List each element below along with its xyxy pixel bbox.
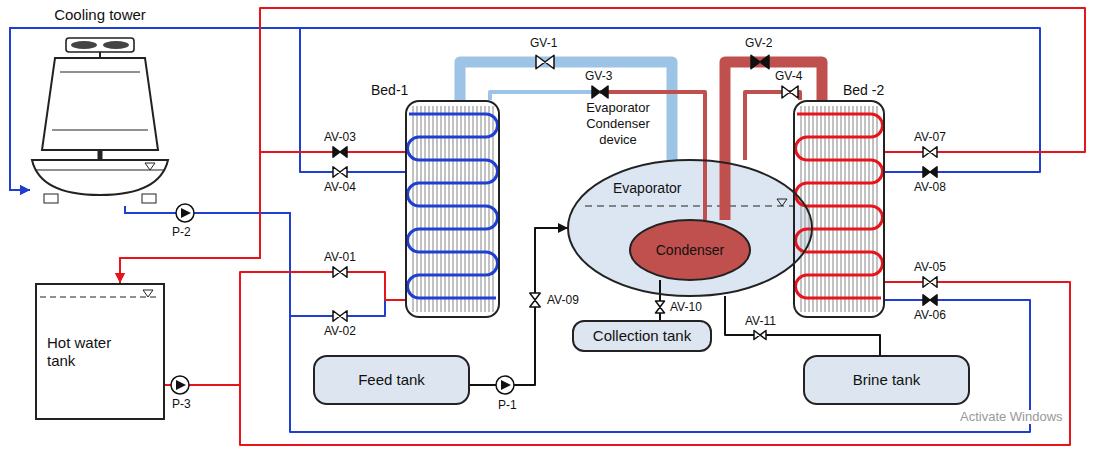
tower-body <box>42 58 158 150</box>
hot-water-tank: Hot water tank <box>35 283 165 420</box>
pump-impeller <box>181 208 191 218</box>
component-tag: GV-3 <box>583 69 614 83</box>
level-mark <box>145 163 155 170</box>
condenser-vessel: Condenser <box>630 220 750 280</box>
node-heading: Bed -2 <box>843 82 884 98</box>
condenser-fill <box>630 220 750 280</box>
component-tag: P-1 <box>496 398 519 412</box>
fan-blade <box>103 41 129 49</box>
component-tag: AV-09 <box>545 293 581 307</box>
pipe-line <box>659 280 661 320</box>
valve-symbol <box>333 311 347 322</box>
pump-impeller <box>501 380 511 390</box>
tower-rail <box>52 72 148 130</box>
water-level <box>585 206 795 207</box>
fan-blade <box>71 41 97 49</box>
vapour-duct <box>725 62 822 220</box>
valve-symbol <box>923 147 937 158</box>
valve-symbol <box>656 301 665 313</box>
valve-symbol <box>782 86 798 98</box>
component-tag: AV-04 <box>322 180 358 194</box>
valve-symbol <box>530 293 541 307</box>
valve-symbol <box>592 86 608 98</box>
tower-leg <box>44 194 58 203</box>
valve-symbol <box>923 295 937 306</box>
valve-symbol <box>333 147 347 158</box>
valve-symbol <box>923 167 937 178</box>
collection-tank: Collection tank <box>572 320 712 352</box>
water-level <box>40 297 160 298</box>
component-tag: AV-11 <box>743 314 778 328</box>
pipe-line <box>165 282 1070 445</box>
pump-symbol <box>171 376 189 394</box>
pipe-line <box>490 92 705 220</box>
pipe-line <box>10 28 1040 190</box>
component-tag: AV-05 <box>912 260 948 274</box>
node-label: Condenser <box>656 242 725 258</box>
component-tag: P-3 <box>170 397 193 411</box>
adsorber-bed: Bed-1 <box>405 100 500 318</box>
node-label: Collection tank <box>593 327 691 344</box>
pipe-line <box>745 92 800 160</box>
pump-impeller <box>176 380 186 390</box>
component-tag: AV-06 <box>912 308 948 322</box>
level-mark <box>143 290 153 297</box>
adsorber-bed: Bed -2 <box>793 100 885 318</box>
pipe-line <box>120 8 1085 283</box>
pipe-line <box>725 296 880 355</box>
valve-symbol <box>754 331 766 340</box>
node-heading: Bed-1 <box>371 82 408 98</box>
feed-tank: Feed tank <box>313 355 470 405</box>
pump-symbol <box>176 204 194 222</box>
valve-symbol <box>751 55 769 69</box>
component-tag: GV-1 <box>528 36 559 50</box>
vessel-outline <box>568 160 812 296</box>
node-heading: Evaporator <box>613 180 681 196</box>
heat-exchanger-coil <box>796 114 883 298</box>
evaporator-vessel: Evaporator Condenser deviceEvaporatorCon… <box>568 160 812 296</box>
vessel-border <box>630 220 750 280</box>
node-label: Cooling tower <box>54 6 146 23</box>
component-tag: GV-2 <box>743 36 774 50</box>
tower-basin <box>32 160 168 195</box>
brine-tank: Brine tank <box>803 355 970 405</box>
valve-symbol <box>333 267 347 278</box>
component-tag: AV-10 <box>668 300 704 314</box>
component-tag: AV-03 <box>322 130 358 144</box>
node-label: Feed tank <box>358 371 425 388</box>
component-tag: AV-07 <box>912 130 948 144</box>
pump-symbol <box>496 376 514 394</box>
component-tag: AV-01 <box>322 250 358 264</box>
pipe-line <box>125 206 405 316</box>
node-label: Hot water tank <box>47 334 142 369</box>
component-tag: GV-4 <box>773 69 804 83</box>
valve-symbol <box>923 277 937 288</box>
component-tag: AV-08 <box>912 180 948 194</box>
heat-exchanger-coil <box>408 114 498 298</box>
vapour-duct <box>460 62 672 160</box>
vessel-border <box>568 160 812 296</box>
cooling-tower-drawing <box>32 38 168 203</box>
node-label: Brine tank <box>853 371 921 388</box>
cooling-tower: Cooling tower <box>30 6 170 206</box>
component-tag: AV-02 <box>322 324 358 338</box>
evaporator-fill <box>568 160 812 296</box>
node-heading: Evaporator Condenser device <box>573 100 663 148</box>
basin-level <box>36 170 164 171</box>
watermark: Activate Windows <box>958 410 1065 424</box>
valve-symbol <box>536 55 554 69</box>
component-tag: P-2 <box>170 225 193 239</box>
tower-leg <box>142 194 156 203</box>
fan-housing <box>66 38 134 52</box>
level-mark <box>777 199 787 206</box>
pipe-line <box>10 28 405 190</box>
valve-symbol <box>333 167 347 178</box>
pipe-line <box>120 152 405 283</box>
